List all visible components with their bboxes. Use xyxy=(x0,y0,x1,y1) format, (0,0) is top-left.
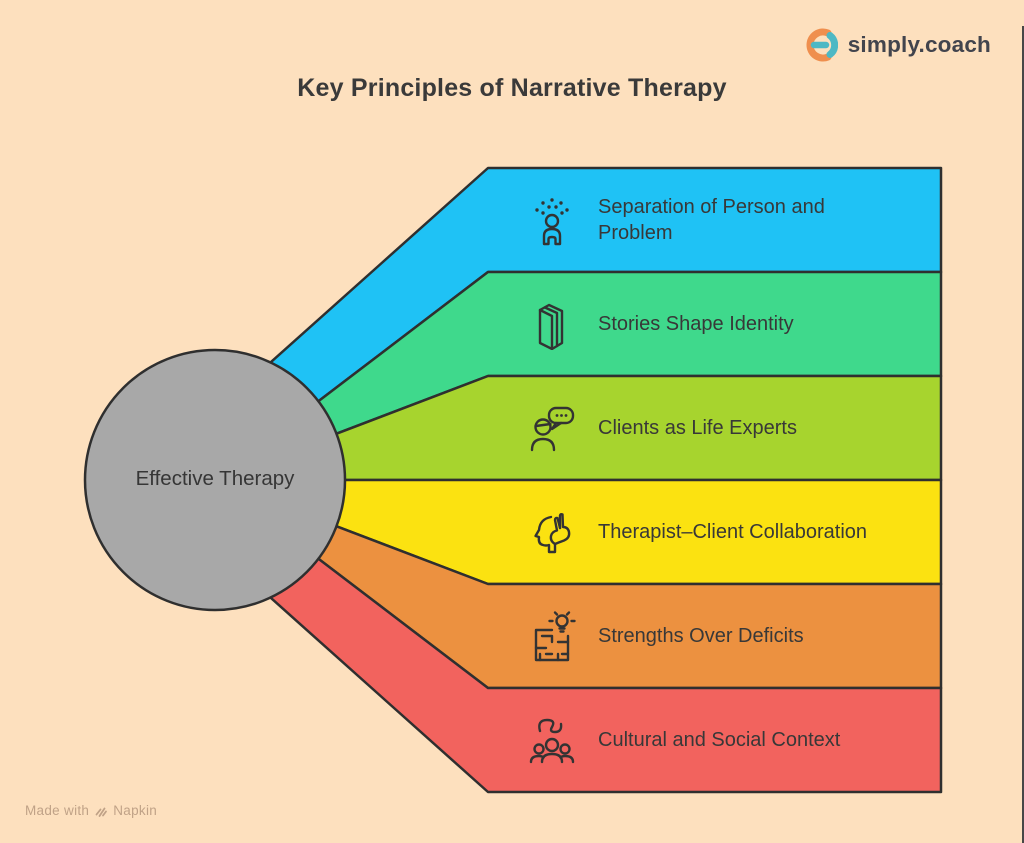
head-and-hand-icon xyxy=(526,506,578,558)
principle-label: Therapist–Client Collaboration xyxy=(598,520,868,543)
open-book-icon xyxy=(526,298,578,351)
people-group-icon xyxy=(526,714,578,766)
napkin-brand-text: Napkin xyxy=(113,803,158,818)
simply-coach-logo-icon xyxy=(806,28,838,62)
principle-row-separation: Separation of Person and Problem xyxy=(516,168,936,272)
principle-label: Clients as Life Experts xyxy=(598,416,797,439)
principle-label: Stories Shape Identity xyxy=(598,312,794,335)
maze-lightbulb-icon xyxy=(526,610,578,662)
page-title: Key Principles of Narrative Therapy xyxy=(297,74,727,102)
principle-row-strengths: Strengths Over Deficits xyxy=(516,584,936,688)
principle-label: Cultural and Social Context xyxy=(598,728,841,751)
principle-label: Strengths Over Deficits xyxy=(598,624,804,647)
principle-row-cultural: Cultural and Social Context xyxy=(516,688,936,792)
made-with-napkin-badge: Made with Napkin xyxy=(25,803,157,818)
person-speech-bubble-icon xyxy=(526,402,578,454)
principle-row-stories: Stories Shape Identity xyxy=(516,272,936,376)
window-right-border xyxy=(1021,26,1024,843)
simply-coach-logo: simply.coach xyxy=(800,26,991,64)
principle-label: Separation of Person and Problem xyxy=(598,195,825,244)
napkin-icon xyxy=(95,807,108,817)
principle-row-collaboration: Therapist–Client Collaboration xyxy=(516,480,936,584)
effective-therapy-circle xyxy=(83,348,347,612)
hub-label: Effective Therapy xyxy=(135,467,295,490)
simply-coach-logo-text: simply.coach xyxy=(847,32,991,57)
person-with-dots-icon xyxy=(526,194,578,246)
principle-row-clients: Clients as Life Experts xyxy=(516,376,936,480)
made-with-text: Made with xyxy=(25,803,90,818)
